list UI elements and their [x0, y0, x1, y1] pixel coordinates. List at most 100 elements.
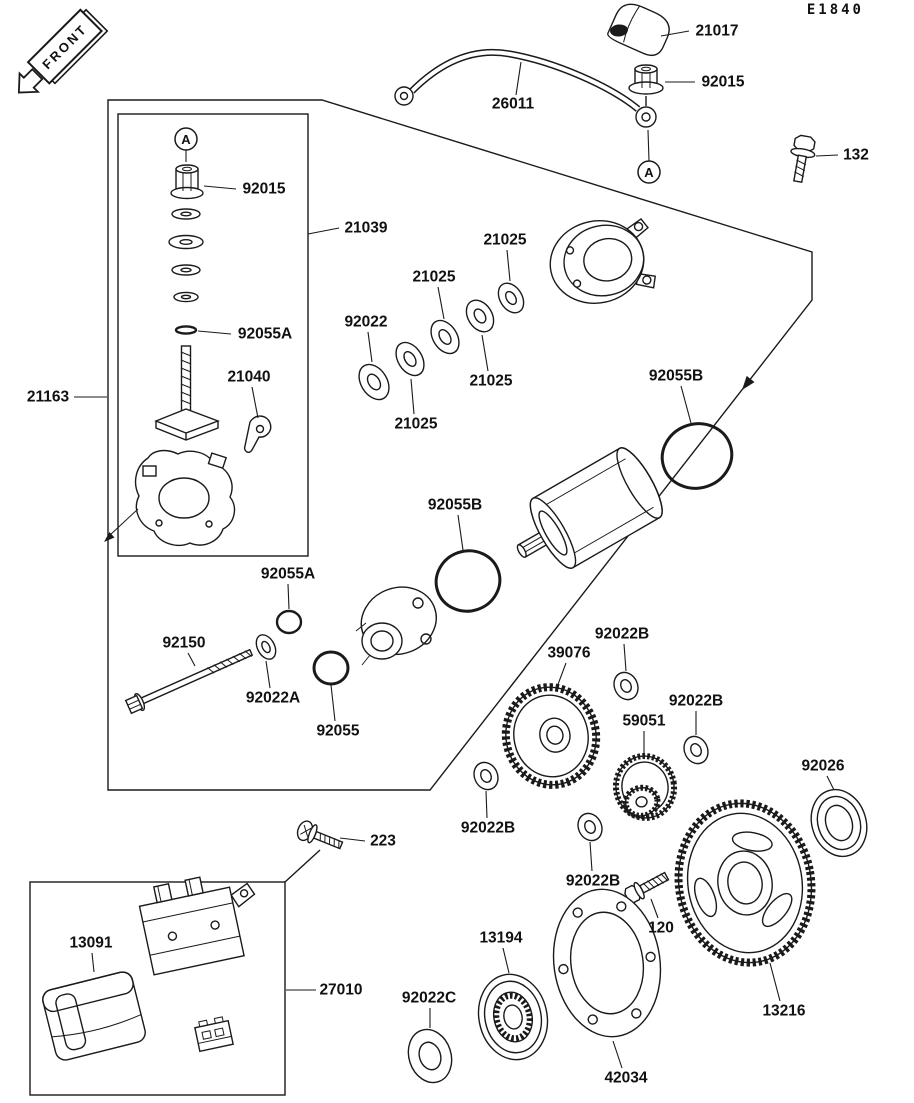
- leader-line-132-3: [815, 154, 839, 157]
- front-indicator: FRONT: [17, 8, 109, 94]
- leader-line-223-26: [339, 837, 366, 842]
- part-callout-59051-22: 59051: [622, 713, 665, 730]
- leader-line-92026-24: [826, 775, 835, 791]
- part-callout-21025-6: 21025: [483, 232, 526, 249]
- leader-line-92022b-25: [485, 790, 488, 819]
- part-callout-92022c-32: 92022C: [402, 990, 456, 1007]
- leader-line-92055a-9: [197, 330, 232, 335]
- leader-line-92022b-18: [623, 643, 627, 672]
- part-callout-21039-5: 21039: [344, 220, 387, 237]
- part-callout-39076-19: 39076: [547, 645, 590, 662]
- part-callout-27010-31: 27010: [319, 982, 362, 999]
- washer-92022a-drawing: [255, 634, 277, 660]
- part-callout-92022b-21: 92022B: [669, 693, 723, 710]
- terminal-cap-drawing: [607, 3, 670, 57]
- end-cover-drawing: [549, 217, 657, 304]
- part-callout-120-28: 120: [648, 920, 674, 937]
- oring-92055b-left-drawing: [434, 549, 502, 613]
- leader-line-92055-23: [330, 684, 336, 722]
- leader-line-21017-0: [660, 30, 690, 37]
- rubber-cap-drawing: [42, 971, 146, 1061]
- part-callout-132-3: 132: [843, 147, 869, 164]
- front-arrow-icon: [17, 67, 44, 94]
- leader-line-42034-34: [612, 1040, 623, 1069]
- insulator-plate-drawing: [154, 408, 220, 441]
- part-callout-92015-4: 92015: [242, 181, 285, 198]
- battery-cable-drawing: [394, 48, 657, 128]
- leader-line-21025-7: [437, 286, 445, 320]
- washer-92022b-1-drawing: [613, 671, 639, 701]
- part-callout-92026-24: 92026: [801, 758, 844, 775]
- view-marker-label-0: A: [181, 132, 191, 147]
- starter-clutch-gear-drawing: [674, 799, 816, 967]
- leader-line-26011-2: [515, 61, 522, 96]
- view-marker-label-1: A: [644, 165, 654, 180]
- leader-line-92022-8: [367, 331, 373, 363]
- oring-92055b-right-drawing: [660, 422, 734, 490]
- one-way-clutch-drawing: [477, 973, 549, 1061]
- relay-box-connector-line: [284, 849, 321, 883]
- part-callout-92022-8: 92022: [344, 314, 387, 331]
- relay-box: [29, 881, 286, 1096]
- part-callout-13091-29: 13091: [69, 935, 112, 952]
- thrust-washer-row-drawing: [358, 282, 525, 401]
- washer-92022b-3-drawing: [473, 761, 499, 791]
- starter-relay-drawing: [138, 876, 256, 976]
- view-marker-tail-1: [647, 129, 650, 162]
- view-marker-0: A: [174, 127, 198, 162]
- brush-terminal-nut-drawing: [170, 164, 204, 200]
- part-callout-92055a-9: 92055A: [238, 326, 292, 343]
- reduction-gear-drawing: [612, 753, 678, 821]
- leader-line-21040-12: [251, 386, 259, 419]
- callout-layer: 21017 92015 26011 132 92015 21039 21025 21025 92…: [27, 23, 869, 1087]
- part-callout-92055b-15: 92055B: [428, 497, 482, 514]
- idle-gear-drawing: [501, 683, 601, 789]
- leader-line-21025-6: [506, 249, 511, 282]
- cover-plate-drawing: [552, 888, 662, 1038]
- part-callout-92015-1: 92015: [701, 74, 744, 91]
- page-code: E1840: [807, 2, 864, 18]
- oring-92055-drawing: [312, 650, 350, 686]
- bolt-132-drawing: [790, 134, 816, 184]
- screw-223-drawing: [296, 820, 344, 850]
- leader-line-39076-19: [556, 662, 567, 688]
- leader-line-21025-10: [481, 334, 489, 372]
- front-block: [26, 8, 104, 85]
- part-callout-92150-17: 92150: [162, 635, 205, 652]
- washer-92022b-2-drawing: [683, 735, 709, 765]
- view-direction-arrow-icon: [104, 532, 115, 542]
- leader-line-21039-5: [307, 227, 340, 235]
- part-callout-21017-0: 21017: [695, 23, 738, 40]
- assembly-outline: [107, 99, 813, 791]
- terminal-nut-drawing: [628, 64, 664, 95]
- view-marker-circle-1: [637, 160, 661, 184]
- part-callout-13216-33: 13216: [762, 1003, 805, 1020]
- part-callout-42034-34: 42034: [604, 1070, 647, 1087]
- leader-line-92055a-16: [287, 583, 290, 610]
- part-callout-92055-23: 92055: [316, 723, 359, 740]
- washer-stack-drawing: [168, 208, 204, 303]
- part-callout-26011-2: 26011: [492, 96, 535, 113]
- leader-line-13194-30: [502, 947, 510, 974]
- part-callout-92022b-25: 92022B: [461, 820, 515, 837]
- part-callout-92022b-27: 92022B: [566, 873, 620, 890]
- leader-line-92055b-15: [457, 514, 464, 551]
- brush-plate-drawing: [104, 449, 236, 547]
- part-callout-92022b-18: 92022B: [595, 626, 649, 643]
- leader-line-92150-17: [187, 652, 196, 667]
- bearing-92026-drawing: [810, 788, 868, 858]
- part-callout-13194-30: 13194: [479, 930, 522, 947]
- leader-line-120-28: [650, 898, 659, 919]
- assembly-direction-arrow-icon: [742, 375, 755, 390]
- through-bolt-drawing: [124, 648, 254, 715]
- connector-drawing: [194, 1016, 234, 1053]
- leader-line-13091-29: [91, 952, 95, 973]
- view-marker-1: A: [637, 129, 661, 184]
- part-callout-21163-11: 21163: [27, 389, 70, 406]
- part-callout-21025-7: 21025: [412, 269, 455, 286]
- leader-line-92015-4: [203, 185, 237, 190]
- leader-line-21025-14: [410, 378, 415, 415]
- part-callout-223-26: 223: [370, 833, 396, 850]
